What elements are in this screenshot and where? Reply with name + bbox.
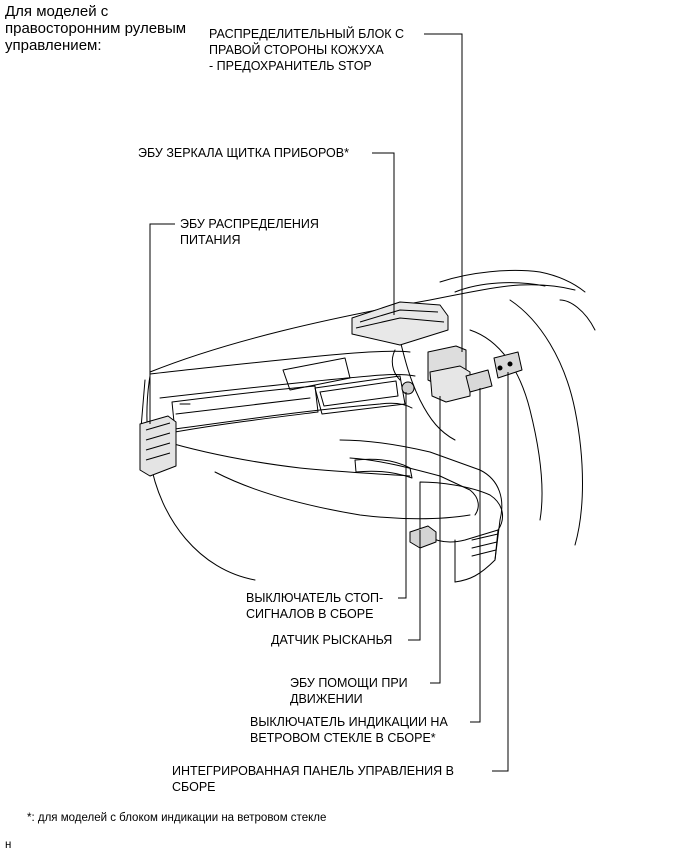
- glove-box-inner: [175, 397, 311, 415]
- model-note: Для моделей с правосторонним рулевым упр…: [5, 3, 186, 54]
- label-stop-switch-line-2: СИГНАЛОВ В СБОРЕ: [246, 607, 374, 621]
- right-door-2: [509, 299, 583, 546]
- footnote: *: для моделей с блоком индикации на вет…: [27, 812, 327, 824]
- center-vent: [319, 380, 399, 407]
- yaw-sensor-shape: [409, 525, 437, 549]
- mirror-ecu-shape: [351, 301, 449, 346]
- label-stop-switch-line-1: ВЫКЛЮЧАТЕЛЬ СТОП-: [246, 591, 384, 605]
- console-body: [339, 439, 503, 583]
- corner-mark: н: [5, 839, 12, 851]
- right-door-3: [559, 299, 596, 331]
- windshield-line-2: [454, 282, 546, 293]
- label-driving-assist-ecu-line-1: ЭБУ ПОМОЩИ ПРИ: [290, 676, 408, 690]
- leader-control-panel: [492, 372, 509, 772]
- leader-hud-switch: [470, 388, 481, 723]
- hud-switch-shape: [465, 369, 493, 393]
- stop-switch-shape: [401, 381, 415, 395]
- leader-stop-switch: [398, 392, 407, 599]
- leader-yaw-sensor: [408, 530, 421, 641]
- label-junction-block-line-3: - ПРЕДОХРАНИТЕЛЬ STOP: [209, 59, 372, 73]
- model-note-line-1: Для моделей с: [5, 3, 109, 20]
- label-junction-block-line-2: ПРАВОЙ СТОРОНЫ КОЖУХА: [209, 43, 384, 57]
- gear-housing: [354, 458, 413, 479]
- leader-power-ecu: [149, 223, 175, 424]
- lower-dash: [159, 439, 411, 477]
- dashboard-front-lower: [159, 374, 416, 399]
- label-driving-assist-ecu-line-2: ДВИЖЕНИИ: [290, 692, 363, 706]
- steering-column: [399, 339, 456, 441]
- label-hud-switch: ВЫКЛЮЧАТЕЛЬ ИНДИКАЦИИ НА ВЕТРОВОМ СТЕКЛЕ…: [250, 714, 448, 746]
- label-power-ecu: ЭБУ РАСПРЕДЕЛЕНИЯ ПИТАНИЯ: [180, 216, 319, 248]
- right-door: [469, 329, 543, 521]
- floor-line: [214, 471, 471, 520]
- label-stop-switch: ВЫКЛЮЧАТЕЛЬ СТОП- СИГНАЛОВ В СБОРЕ: [246, 590, 383, 622]
- dashboard-front-upper: [149, 350, 411, 375]
- label-driving-assist-ecu: ЭБУ ПОМОЩИ ПРИ ДВИЖЕНИИ: [290, 675, 408, 707]
- console-top: [349, 457, 479, 516]
- console-slots: [471, 533, 499, 557]
- label-control-panel: ИНТЕГРИРОВАННАЯ ПАНЕЛЬ УПРАВЛЕНИЯ В СБОР…: [172, 763, 454, 795]
- label-mirror-ecu: ЭБУ ЗЕРКАЛА ЩИТКА ПРИБОРОВ*: [138, 146, 349, 160]
- leader-junction-block: [424, 33, 463, 352]
- label-control-panel-line-1: ИНТЕГРИРОВАННАЯ ПАНЕЛЬ УПРАВЛЕНИЯ В: [172, 764, 454, 778]
- vent-left: [282, 357, 351, 391]
- label-power-ecu-line-2: ПИТАНИЯ: [180, 233, 241, 247]
- label-hud-switch-line-2: ВЕТРОВОМ СТЕКЛЕ В СБОРЕ*: [250, 731, 436, 745]
- label-control-panel-line-2: СБОРЕ: [172, 780, 216, 794]
- label-power-ecu-line-1: ЭБУ РАСПРЕДЕЛЕНИЯ: [180, 217, 319, 231]
- label-junction-block-line-1: РАСПРЕДЕЛИТЕЛЬНЫЙ БЛОК С: [209, 27, 405, 41]
- label-junction-block: РАСПРЕДЕЛИТЕЛЬНЫЙ БЛОК С ПРАВОЙ СТОРОНЫ …: [209, 26, 404, 74]
- steering-base: [391, 349, 401, 381]
- leader-driving-assist: [430, 396, 441, 684]
- console-side: [454, 529, 499, 583]
- label-yaw-sensor: ДАТЧИК РЫСКАНЬЯ: [271, 633, 393, 647]
- leader-mirror-ecu: [372, 152, 395, 315]
- windshield-line: [439, 269, 586, 293]
- driving-assist-ecu-shape: [429, 365, 471, 403]
- center-console-face: [314, 375, 406, 415]
- model-note-line-3: управлением:: [5, 37, 102, 54]
- label-hud-switch-line-1: ВЫКЛЮЧАТЕЛЬ ИНДИКАЦИИ НА: [250, 715, 448, 729]
- glove-box: [171, 385, 319, 433]
- model-note-line-2: правосторонним рулевым: [5, 20, 187, 37]
